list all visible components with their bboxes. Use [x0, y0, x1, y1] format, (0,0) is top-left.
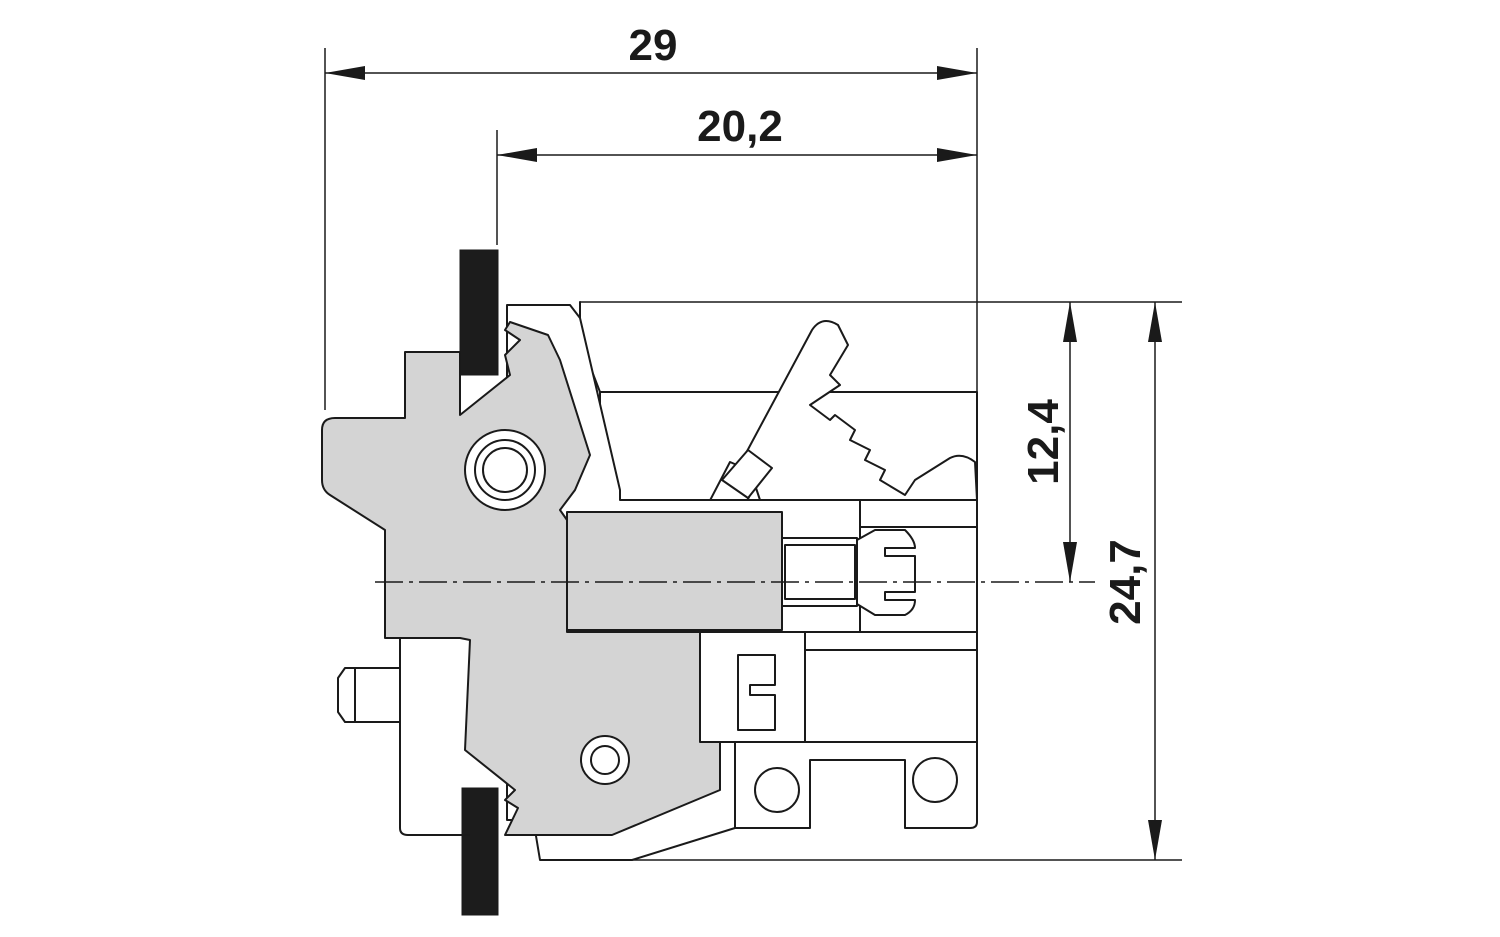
panel-wall-lower	[461, 787, 499, 916]
panel-wall	[459, 249, 499, 916]
dimension-total-width: 29	[325, 21, 977, 80]
dimension-label-12-4: 12,4	[1019, 399, 1068, 485]
panel-wall-upper	[459, 249, 499, 376]
main-housing	[321, 321, 721, 836]
screw-hole-core	[590, 745, 620, 775]
insert-neck-inner	[784, 544, 856, 600]
terminal-screw-icon	[737, 654, 776, 731]
screw-hole-core	[482, 447, 528, 493]
guide-pin	[337, 667, 401, 723]
insert-body	[566, 511, 783, 631]
latch-lever	[704, 320, 978, 516]
lower-terminal	[699, 631, 806, 743]
dimension-inner-width: 20,2	[497, 102, 977, 162]
dimension-label-29: 29	[629, 21, 678, 70]
dimension-label-20-2: 20,2	[697, 102, 783, 151]
terminal-screw-icon	[856, 529, 916, 616]
dimension-half-height: 12,4	[1019, 302, 1077, 582]
mounting-hole-icon	[912, 757, 958, 803]
mounting-hole-icon	[754, 767, 800, 813]
dimension-label-24-7: 24,7	[1101, 539, 1150, 625]
connector-insert	[566, 511, 916, 631]
dimension-total-height: 24,7	[1101, 302, 1162, 860]
